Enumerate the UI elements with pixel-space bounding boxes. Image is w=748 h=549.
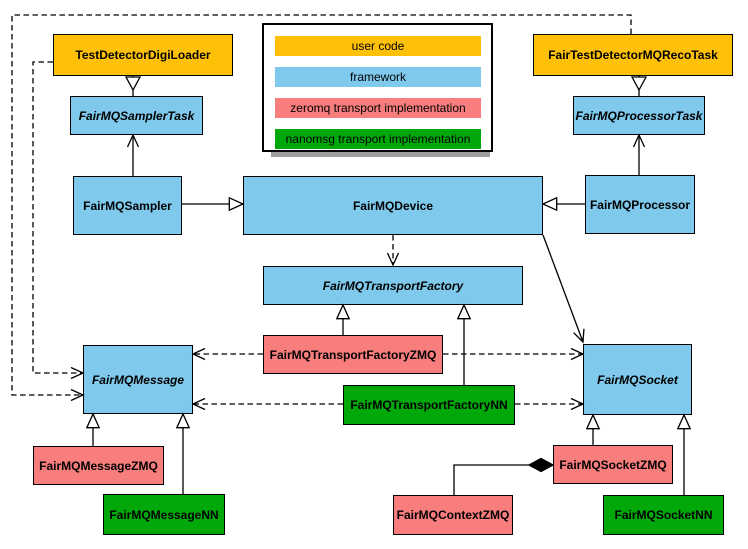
node-fair-mq-socket-nn: FairMQSocketNN — [603, 495, 724, 535]
legend-label: user code — [351, 39, 405, 53]
node-fair-mq-sampler: FairMQSampler — [73, 176, 182, 235]
node-fair-mq-processor: FairMQProcessor — [585, 175, 695, 234]
node-fair-mq-processor-task: FairMQProcessorTask — [573, 96, 705, 135]
legend-label: nanomsg transport implementation — [285, 132, 471, 146]
composition-diamond-icon — [527, 457, 555, 473]
node-fair-mq-socket-zmq: FairMQSocketZMQ — [553, 445, 673, 484]
legend-label: zeromq transport implementation — [290, 101, 466, 115]
edge-association-device-socket — [542, 234, 585, 344]
node-fair-mq-transport-factory-zmq: FairMQTransportFactoryZMQ — [263, 335, 443, 374]
node-fair-mq-message-zmq: FairMQMessageZMQ — [33, 446, 164, 485]
node-test-detector-digi-loader: TestDetectorDigiLoader — [53, 34, 233, 76]
node-fair-test-detector-mq-reco-task: FairTestDetectorMQRecoTask — [533, 34, 733, 76]
legend-item-user-code: user code — [275, 36, 481, 56]
node-fair-mq-transport-factory: FairMQTransportFactory — [263, 266, 523, 305]
node-fair-mq-message-nn: FairMQMessageNN — [103, 494, 225, 535]
legend-label: framework — [349, 70, 406, 84]
node-fair-mq-socket: FairMQSocket — [583, 344, 692, 415]
legend-item-nanomsg: nanomsg transport implementation — [275, 129, 481, 149]
legend: user code framework zeromq transport imp… — [262, 23, 493, 152]
legend-item-framework: framework — [275, 67, 481, 87]
inheritance-triangle-icon — [124, 76, 142, 92]
inheritance-triangle-icon — [630, 76, 648, 92]
node-fair-mq-transport-factory-nn: FairMQTransportFactoryNN — [343, 385, 515, 425]
node-fair-mq-sampler-task: FairMQSamplerTask — [70, 96, 203, 135]
node-fair-mq-device: FairMQDevice — [243, 176, 543, 235]
node-fair-mq-context-zmq: FairMQContextZMQ — [393, 495, 513, 535]
legend-item-zeromq: zeromq transport implementation — [275, 98, 481, 118]
edge-composition-socketzmq-contextzmq — [453, 464, 529, 495]
node-fair-mq-message: FairMQMessage — [83, 345, 193, 414]
legend-shadow — [271, 152, 490, 157]
